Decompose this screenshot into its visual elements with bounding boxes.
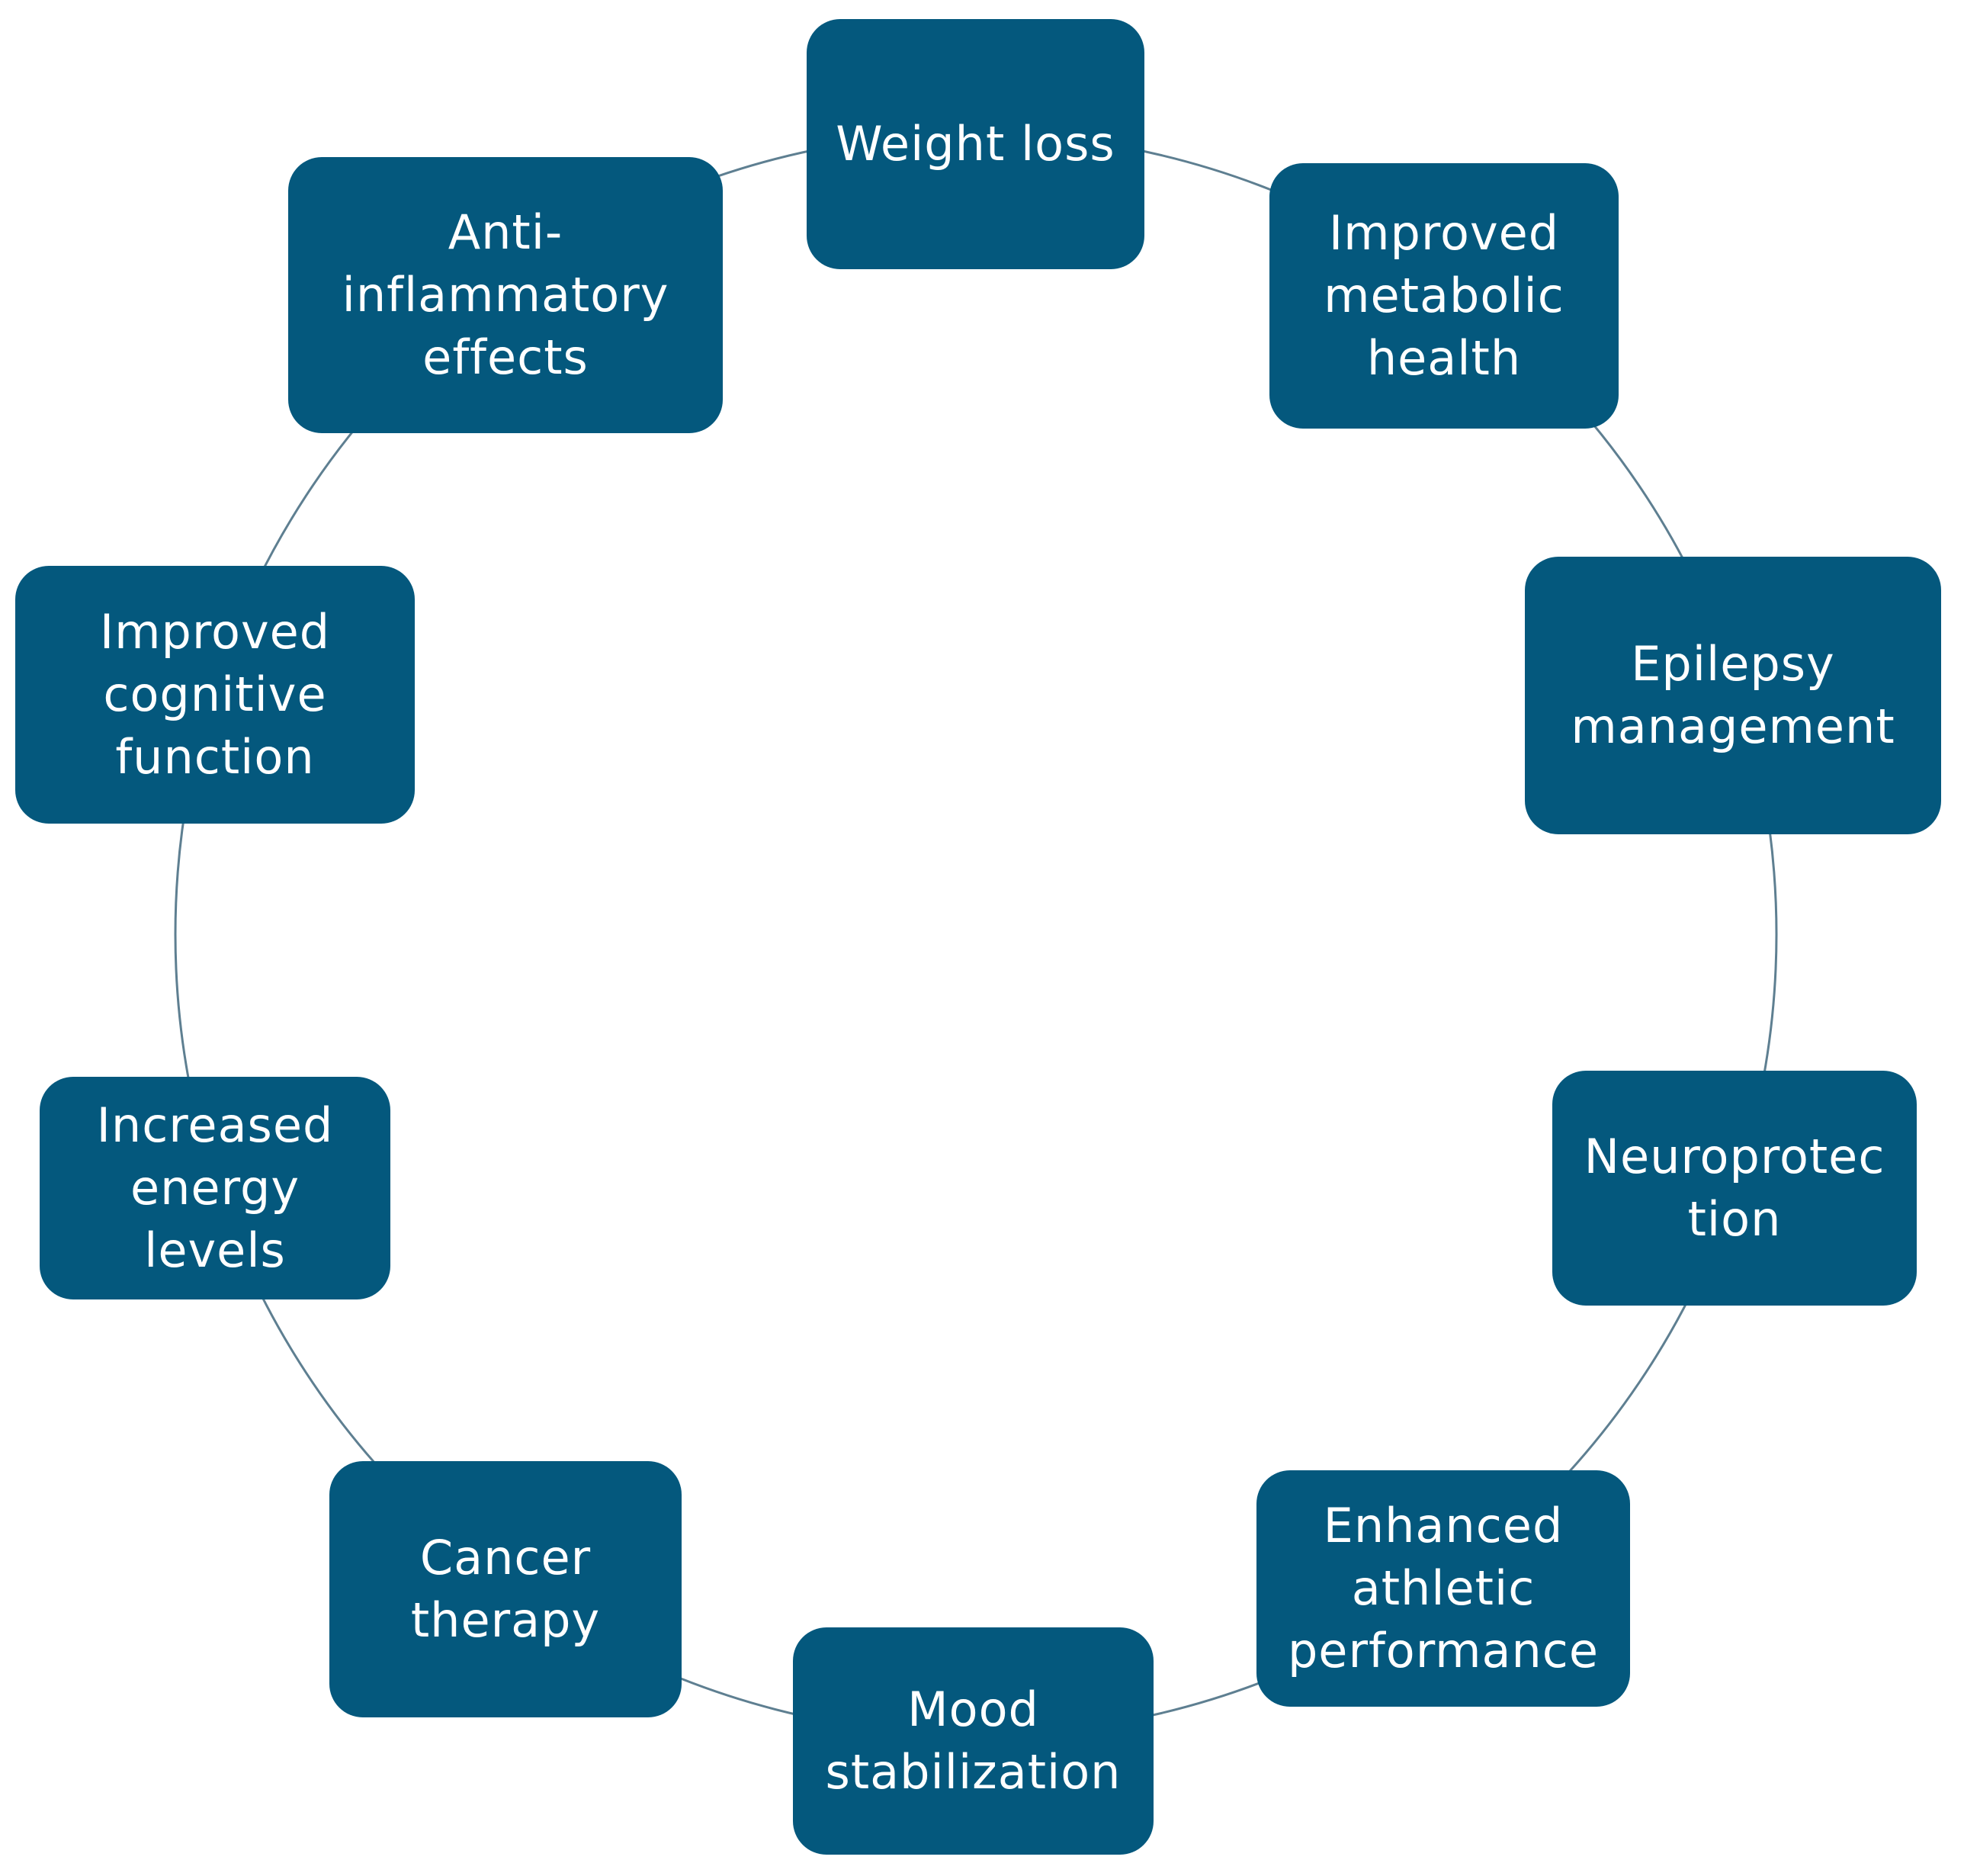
node-label: Increased energy levels (96, 1097, 334, 1278)
node-improved-cognitive-function: Improved cognitive function (15, 566, 415, 824)
node-anti-inflammatory-effects: Anti- inflammatory effects (288, 157, 723, 433)
node-label: Enhanced athletic performance (1287, 1498, 1600, 1678)
node-label: Weight loss (836, 116, 1115, 172)
node-label: Neuroprotec tion (1584, 1129, 1885, 1247)
node-increased-energy-levels: Increased energy levels (40, 1077, 390, 1299)
node-mood-stabilization: Mood stabilization (793, 1627, 1154, 1855)
node-enhanced-athletic-performance: Enhanced athletic performance (1256, 1470, 1630, 1707)
node-label: Epilepsy management (1571, 636, 1895, 754)
node-label: Improved metabolic health (1324, 205, 1564, 386)
node-epilepsy-management: Epilepsy management (1525, 557, 1941, 834)
node-label: Mood stabilization (825, 1682, 1122, 1800)
node-neuroprotection: Neuroprotec tion (1552, 1071, 1917, 1306)
node-cancer-therapy: Cancer therapy (329, 1461, 682, 1717)
node-label: Cancer therapy (410, 1530, 601, 1648)
node-label: Improved cognitive function (99, 604, 331, 785)
node-improved-metabolic-health: Improved metabolic health (1269, 163, 1619, 429)
node-weight-loss: Weight loss (807, 19, 1144, 269)
node-label: Anti- inflammatory effects (342, 204, 669, 385)
